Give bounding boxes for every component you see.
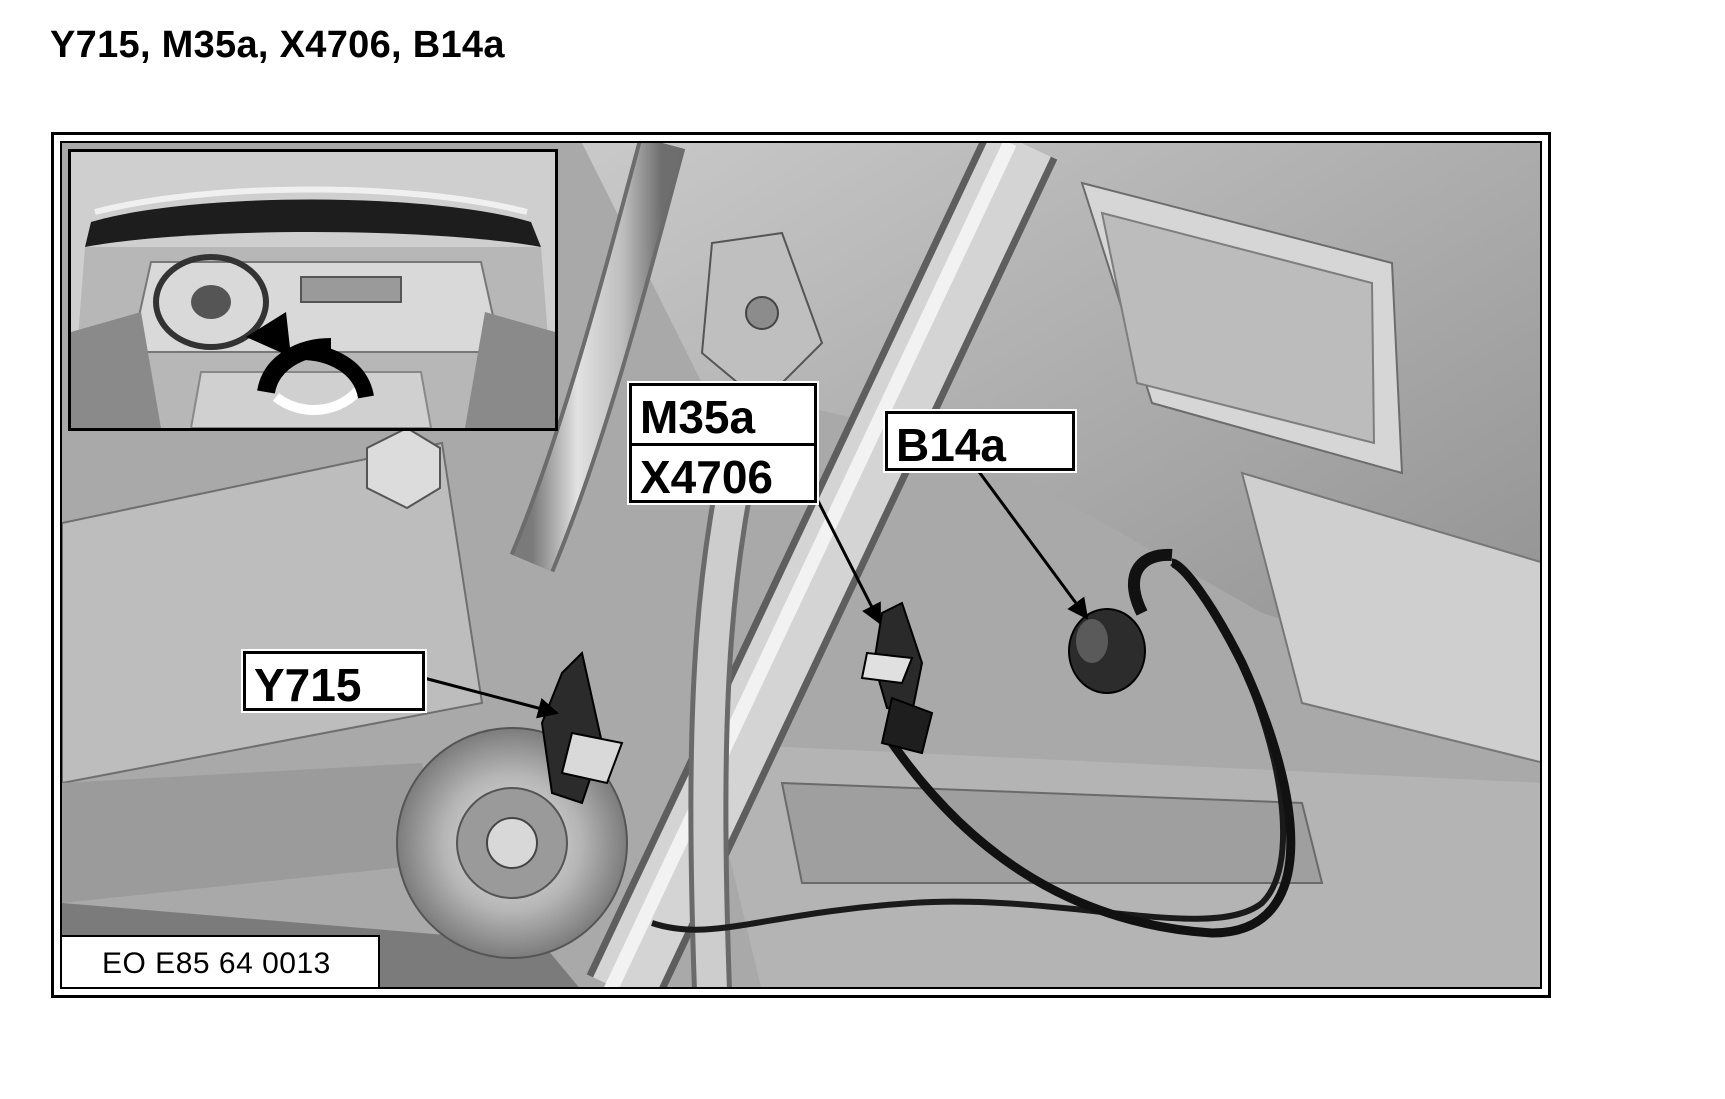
image-code-text: EO E85 64 0013 — [102, 947, 331, 980]
image-code: EO E85 64 0013 — [62, 935, 380, 987]
label-x4706: X4706 — [632, 446, 814, 506]
component-location-scene — [62, 143, 1540, 987]
diagram-frame: Y715 M35a X4706 B14a EO E85 64 0013 — [51, 132, 1551, 998]
car-interior-locator-icon — [71, 152, 555, 428]
label-b14a-text: B14a — [896, 419, 1006, 471]
label-y715: Y715 — [241, 649, 427, 713]
label-y715-text: Y715 — [254, 659, 362, 711]
label-m35a: M35a — [632, 386, 814, 446]
label-b14a: B14a — [883, 409, 1077, 473]
label-m35a-x4706: M35a X4706 — [627, 381, 819, 506]
vehicle-locator-inset — [68, 149, 558, 431]
page-heading: Y715, M35a, X4706, B14a — [50, 24, 505, 66]
curved-arrow-icon — [246, 312, 374, 415]
label-x4706-text: X4706 — [640, 451, 774, 503]
diagram-viewport: Y715 M35a X4706 B14a EO E85 64 0013 — [60, 141, 1542, 989]
label-m35a-text: M35a — [640, 391, 756, 443]
